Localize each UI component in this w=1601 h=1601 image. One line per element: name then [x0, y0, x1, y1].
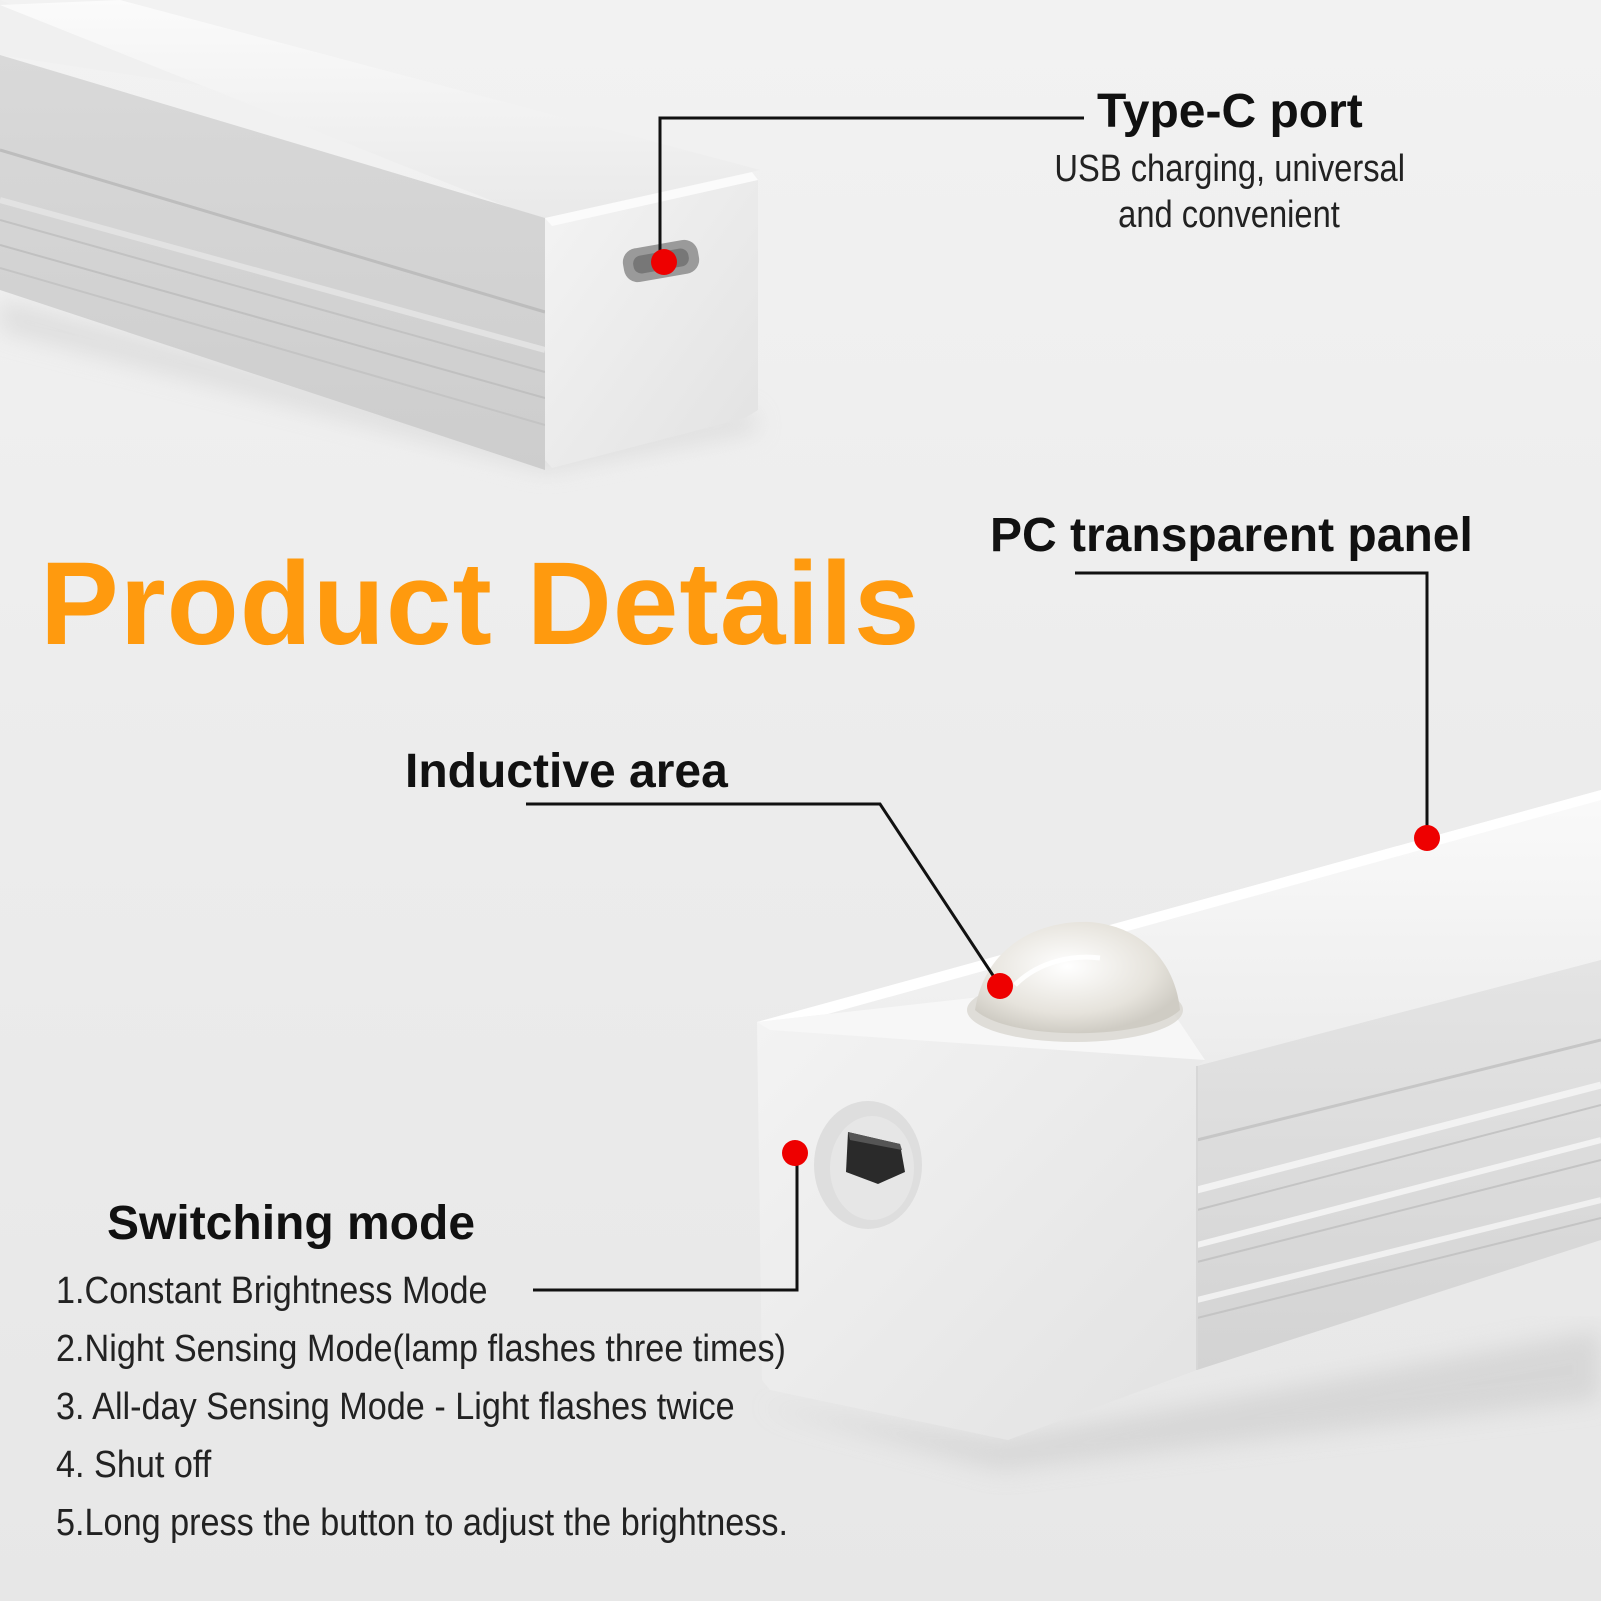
markers: [651, 249, 1440, 1166]
mode-item-5: 5.Long press the button to adjust the br…: [56, 1502, 788, 1544]
pc-panel-leader-line: [1075, 571, 1429, 836]
switching-title: Switching mode: [107, 1197, 476, 1250]
switching-leader-line: [533, 1153, 799, 1292]
page-title: Product Details: [40, 538, 921, 670]
mode-item-2: 2.Night Sensing Mode(lamp flashes three …: [56, 1328, 786, 1370]
leader-lines: [526, 116, 1429, 1292]
mode-item-4: 4. Shut off: [56, 1444, 212, 1486]
mode-item-1: 1.Constant Brightness Mode: [56, 1270, 488, 1312]
switching-marker: [782, 1140, 808, 1166]
inductive-title: Inductive area: [405, 745, 728, 798]
type-c-marker: [651, 249, 677, 275]
type-c-description-line-2: and convenient: [1118, 194, 1340, 236]
pc-panel-marker: [1414, 825, 1440, 851]
type-c-description: USB charging, universal and convenient: [1054, 146, 1406, 238]
top-light-bar: [0, 0, 760, 470]
inductive-marker: [987, 973, 1013, 999]
inductive-leader-line: [526, 802, 1002, 987]
switching-mode-list: 1.Constant Brightness Mode 2.Night Sensi…: [56, 1262, 869, 1552]
type-c-description-line-1: USB charging, universal: [1054, 148, 1406, 190]
pc-panel-title: PC transparent panel: [990, 509, 1473, 562]
type-c-title: Type-C port: [1097, 85, 1363, 138]
bottom-light-bar: [757, 790, 1601, 1470]
type-c-leader-line: [658, 116, 1084, 262]
pir-sensor-dome: [975, 921, 1180, 1034]
mode-item-3: 3. All-day Sensing Mode - Light flashes …: [56, 1386, 735, 1428]
